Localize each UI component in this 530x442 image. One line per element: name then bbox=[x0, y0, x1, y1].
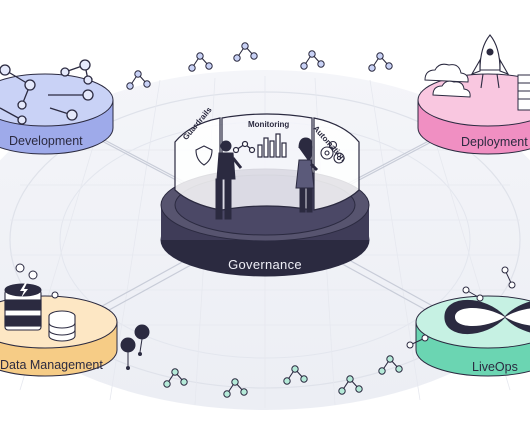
molecule-icon bbox=[283, 365, 308, 385]
deployment-label: Deployment bbox=[461, 135, 528, 149]
infinity-icon bbox=[444, 299, 530, 335]
governance-label: Governance bbox=[228, 257, 302, 272]
cloud-icon bbox=[424, 63, 471, 98]
liveops-label: LiveOps bbox=[472, 360, 518, 374]
molecule-icon bbox=[368, 52, 393, 72]
lightning-icon bbox=[20, 283, 28, 298]
server-rack-icon bbox=[517, 74, 530, 111]
liveops-platform bbox=[406, 266, 530, 377]
molecule-icon bbox=[188, 52, 213, 72]
drop-marker-icon bbox=[120, 324, 150, 370]
person-icon bbox=[215, 140, 243, 220]
deployment-platform bbox=[417, 34, 530, 155]
panel-label-monitoring: Monitoring bbox=[248, 120, 290, 129]
chart-icon bbox=[232, 133, 287, 158]
molecule-icon bbox=[233, 42, 258, 62]
person-icon bbox=[295, 137, 319, 213]
molecule-icon bbox=[0, 59, 94, 125]
development-label: Development bbox=[9, 134, 83, 148]
gears-icon bbox=[320, 140, 345, 164]
connectors bbox=[94, 134, 441, 316]
rocket-icon bbox=[470, 34, 510, 89]
shield-icon bbox=[195, 145, 213, 166]
molecule-icon bbox=[163, 368, 188, 388]
database-icon bbox=[4, 283, 76, 342]
molecule-icon bbox=[338, 375, 363, 395]
molecule-icon bbox=[378, 355, 403, 375]
governance-platform bbox=[160, 113, 370, 277]
molecule-icon bbox=[126, 70, 151, 90]
molecule-icon bbox=[223, 378, 248, 398]
data-management-platform bbox=[0, 263, 150, 377]
floating-molecules bbox=[126, 42, 403, 398]
development-platform bbox=[0, 59, 114, 155]
molecule-icon bbox=[300, 50, 325, 70]
glass-panels bbox=[174, 113, 360, 211]
data-management-label: Data Management bbox=[0, 358, 103, 372]
